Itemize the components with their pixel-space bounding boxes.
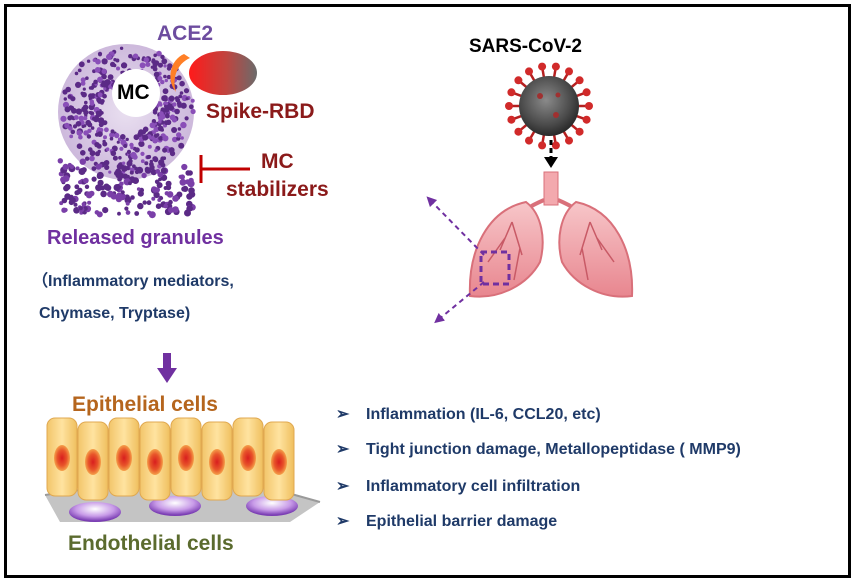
mc-stabilizers-label-line1: MC	[261, 150, 294, 173]
virus-icon	[505, 62, 593, 150]
effect-bullet: ➢	[336, 406, 350, 423]
effect-item: ➢ Tight junction damage, Metallopeptidase…	[336, 439, 741, 459]
figure-border	[4, 4, 851, 578]
epithelium-icon	[44, 417, 321, 522]
spread-arrows-icon	[426, 196, 485, 324]
virus-title: SARS-CoV-2	[469, 36, 582, 57]
stabilizer-inhibit-icon	[199, 155, 250, 183]
effect-text: Epithelial barrier damage	[366, 513, 558, 530]
effect-text: Inflammatory cell infiltration	[366, 478, 581, 495]
effect-item: ➢ Inflammatory cell infiltration	[336, 476, 580, 496]
mc-stabilizers-label-line2: stabilizers	[226, 178, 329, 201]
effect-item: ➢ Inflammation (IL-6, CCL20, etc)	[336, 404, 601, 424]
lungs-icon	[468, 171, 634, 298]
mediators-label-line2: Chymase, Tryptase)	[39, 305, 191, 322]
effect-text: Inflammation (IL-6, CCL20, etc)	[366, 406, 601, 423]
mc-label: MC	[117, 81, 150, 104]
effect-bullet: ➢	[336, 513, 350, 530]
mediators-label-line1: （Inflammatory mediators,	[32, 273, 234, 290]
effect-item: ➢ Epithelial barrier damage	[336, 511, 557, 531]
endothelial-cells-label: Endothelial cells	[68, 532, 234, 555]
spike-rbd-icon	[170, 51, 257, 95]
effect-bullet: ➢	[336, 478, 350, 495]
spike-rbd-label: Spike-RBD	[206, 100, 315, 123]
down-arrow-icon	[157, 353, 177, 383]
epithelial-cells-label: Epithelial cells	[72, 393, 218, 416]
effect-text: Tight junction damage, Metallopeptidase …	[366, 441, 741, 458]
virus-arrow-icon	[544, 140, 558, 168]
mast-cell-icon	[57, 44, 196, 219]
effect-bullet: ➢	[336, 441, 350, 458]
ace2-label: ACE2	[157, 22, 214, 45]
released-granules-label: Released granules	[47, 227, 224, 249]
